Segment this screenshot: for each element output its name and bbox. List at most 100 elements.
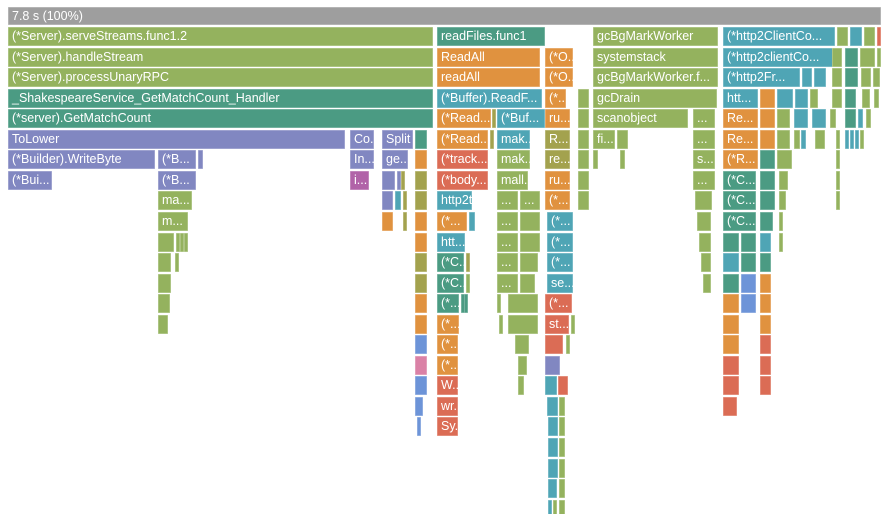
flame-frame[interactable] xyxy=(545,376,557,396)
flame-frame[interactable] xyxy=(777,129,790,149)
flame-frame[interactable] xyxy=(158,232,174,252)
flame-frame[interactable] xyxy=(862,88,870,108)
flame-frame[interactable]: (*C... xyxy=(723,211,756,231)
flame-frame[interactable]: (*Buf... xyxy=(497,109,545,129)
flame-frame[interactable]: scanobject xyxy=(593,109,688,129)
flame-frame[interactable]: ... xyxy=(520,191,540,211)
flame-frame[interactable] xyxy=(861,68,871,88)
flame-frame[interactable] xyxy=(578,109,589,129)
flame-frame[interactable]: (*... xyxy=(437,355,458,375)
flame-frame[interactable] xyxy=(559,438,565,457)
flame-frame[interactable] xyxy=(417,417,421,437)
flame-frame[interactable]: (*C... xyxy=(723,191,756,211)
flame-frame[interactable]: htt... xyxy=(437,232,465,252)
flame-frame[interactable]: _ShakespeareService_GetMatchCount_Handle… xyxy=(8,88,433,108)
flame-frame[interactable] xyxy=(559,499,565,514)
flame-frame[interactable]: (*Server).processUnaryRPC xyxy=(8,68,433,88)
flame-frame[interactable] xyxy=(777,88,793,108)
flame-frame[interactable] xyxy=(198,150,203,170)
flame-frame[interactable] xyxy=(553,499,557,514)
flame-frame[interactable]: s... xyxy=(693,150,715,170)
flame-frame[interactable] xyxy=(158,294,170,314)
flame-frame[interactable] xyxy=(415,335,427,355)
flame-frame[interactable]: (*... xyxy=(437,211,467,231)
flame-frame[interactable]: W... xyxy=(437,376,458,396)
flame-frame[interactable]: gcBgMarkWorker xyxy=(593,27,718,46)
flame-frame[interactable]: readFiles.func1 xyxy=(437,27,545,46)
flame-frame[interactable] xyxy=(860,47,875,67)
flame-frame[interactable] xyxy=(547,396,558,416)
flame-frame[interactable] xyxy=(779,191,786,211)
flame-frame[interactable] xyxy=(760,314,771,334)
flame-frame[interactable] xyxy=(723,355,739,375)
flame-frame[interactable] xyxy=(723,232,739,252)
flame-frame[interactable] xyxy=(158,253,171,273)
flame-frame[interactable] xyxy=(760,109,775,129)
flame-frame[interactable] xyxy=(415,191,427,211)
flame-frame[interactable] xyxy=(779,170,788,190)
flame-frame[interactable]: ... xyxy=(497,273,518,293)
flame-frame[interactable]: i... xyxy=(350,170,369,190)
flame-frame[interactable]: (*http2clientCo... xyxy=(723,47,835,67)
flame-frame[interactable] xyxy=(578,170,589,190)
flame-frame[interactable]: (*C... xyxy=(437,253,464,273)
flame-frame[interactable]: ... xyxy=(497,211,518,231)
flame-frame[interactable] xyxy=(810,88,818,108)
flame-frame[interactable] xyxy=(801,129,806,149)
flame-frame[interactable] xyxy=(548,417,558,437)
flame-frame[interactable]: (*... xyxy=(547,211,573,231)
flame-frame[interactable] xyxy=(779,211,783,231)
flame-frame[interactable]: (*R... xyxy=(723,150,758,170)
flame-frame[interactable] xyxy=(723,376,739,396)
flame-frame[interactable]: gcBgMarkWorker.f... xyxy=(593,68,718,88)
flame-frame[interactable]: (*O... xyxy=(545,47,573,67)
flame-frame[interactable] xyxy=(760,191,775,211)
flame-frame[interactable] xyxy=(777,109,790,129)
flame-frame[interactable]: (*... xyxy=(437,314,459,334)
flame-frame[interactable] xyxy=(794,129,800,149)
flame-frame[interactable] xyxy=(845,109,856,129)
flame-frame[interactable] xyxy=(874,88,879,108)
flame-frame[interactable] xyxy=(794,109,808,129)
flame-frame[interactable] xyxy=(760,211,773,231)
flame-frame[interactable]: (*Server).handleStream xyxy=(8,47,433,67)
flame-frame[interactable]: (*... xyxy=(545,191,570,211)
flame-frame[interactable] xyxy=(877,47,881,67)
flame-frame[interactable]: (*B... xyxy=(158,170,196,190)
flame-frame[interactable] xyxy=(180,232,184,252)
flame-frame[interactable] xyxy=(703,273,711,293)
flame-frame[interactable]: (*C... xyxy=(437,273,464,293)
flame-frame[interactable] xyxy=(548,479,557,499)
flame-frame[interactable] xyxy=(558,376,568,396)
flame-frame[interactable] xyxy=(403,211,407,231)
flame-frame[interactable] xyxy=(760,273,771,293)
flame-frame[interactable] xyxy=(845,129,849,149)
flame-frame[interactable] xyxy=(566,335,570,355)
flame-frame[interactable] xyxy=(518,355,527,375)
flame-frame[interactable] xyxy=(855,129,859,149)
flame-frame[interactable] xyxy=(850,27,862,46)
flame-frame[interactable] xyxy=(415,355,427,375)
flame-frame[interactable] xyxy=(866,109,871,129)
flame-frame[interactable] xyxy=(415,294,427,314)
flame-frame[interactable] xyxy=(397,170,401,190)
flame-frame[interactable] xyxy=(860,129,864,149)
flame-frame[interactable]: ... xyxy=(497,253,518,273)
flame-frame[interactable]: (*... xyxy=(547,232,573,252)
flame-frame[interactable] xyxy=(415,150,427,170)
flame-frame[interactable] xyxy=(723,314,739,334)
flame-frame[interactable] xyxy=(415,170,427,190)
flame-frame[interactable] xyxy=(158,273,171,293)
flame-frame[interactable]: re... xyxy=(545,150,570,170)
flame-frame[interactable]: (*Builder).WriteByte xyxy=(8,150,155,170)
flame-frame[interactable] xyxy=(741,273,756,293)
flame-frame[interactable] xyxy=(779,232,783,252)
flame-frame[interactable]: gcDrain xyxy=(593,88,717,108)
flame-frame[interactable] xyxy=(559,479,565,499)
flame-frame[interactable] xyxy=(545,355,560,375)
flame-frame[interactable] xyxy=(812,109,826,129)
flame-frame[interactable] xyxy=(520,253,538,273)
flame-frame[interactable]: In... xyxy=(350,150,374,170)
flame-frame[interactable]: ToLower xyxy=(8,129,345,149)
flame-frame[interactable] xyxy=(815,129,825,149)
